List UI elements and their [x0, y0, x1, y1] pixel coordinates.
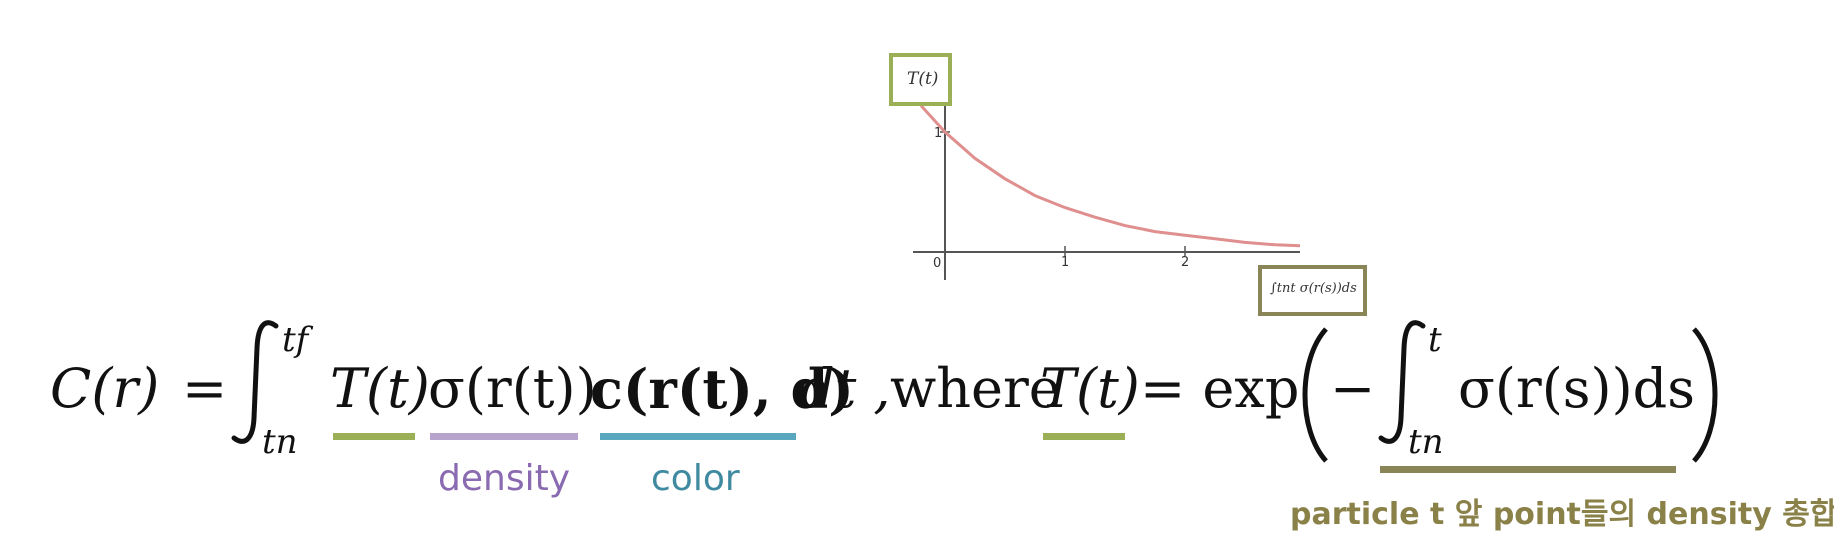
- sum-underline: [1380, 466, 1676, 473]
- plot-y-label-box: T(t): [889, 53, 952, 106]
- transmittance-underline: [333, 433, 415, 440]
- dt-term: dt ,: [800, 357, 891, 420]
- transmittance-plot: 0 1 2 3 1: [913, 95, 1300, 280]
- integral-upper-limit: tf: [282, 320, 309, 360]
- sigma-term: σ(r(t)): [428, 357, 597, 420]
- density-label: density: [438, 458, 570, 499]
- exp-term: = exp: [1140, 357, 1300, 420]
- integral-sign-2: [1375, 318, 1435, 448]
- inner-integrand: σ(r(s))ds: [1458, 357, 1695, 420]
- right-paren: [1688, 325, 1728, 465]
- tick-label-x-1: 1: [1061, 255, 1069, 270]
- plot-x-label-box: ∫tnt σ(r(s))ds: [1258, 265, 1367, 316]
- where-word: where: [890, 357, 1061, 420]
- tick-label-x-2: 2: [1181, 255, 1189, 270]
- inner-lower-limit: tn: [1408, 422, 1444, 462]
- color-term: c(r(t), d): [590, 357, 854, 421]
- plot-x-label: ∫tnt σ(r(s))ds: [1270, 281, 1357, 296]
- density-sum-label: particle t 앞 point들의 density 총합: [1290, 497, 1834, 532]
- integral-sign: [228, 318, 288, 448]
- transmittance-underline-2: [1043, 433, 1125, 440]
- equals-sign: =: [182, 357, 228, 420]
- integral-lower-limit: tn: [262, 422, 298, 462]
- inner-upper-limit: t: [1428, 320, 1442, 360]
- transmittance-term-2: T(t): [1040, 357, 1140, 420]
- color-label: color: [651, 458, 740, 499]
- transmittance-term: T(t): [330, 357, 430, 420]
- tick-label-x-0: 0: [933, 256, 941, 271]
- tick-label-y-1: 1: [934, 126, 942, 141]
- plot-y-label: T(t): [907, 69, 939, 89]
- density-underline: [430, 433, 578, 440]
- render-c-r: C(r): [50, 357, 160, 420]
- minus-sign: −: [1330, 357, 1376, 420]
- color-underline: [600, 433, 796, 440]
- transmittance-curve: [919, 104, 1300, 248]
- left-paren: [1292, 325, 1332, 465]
